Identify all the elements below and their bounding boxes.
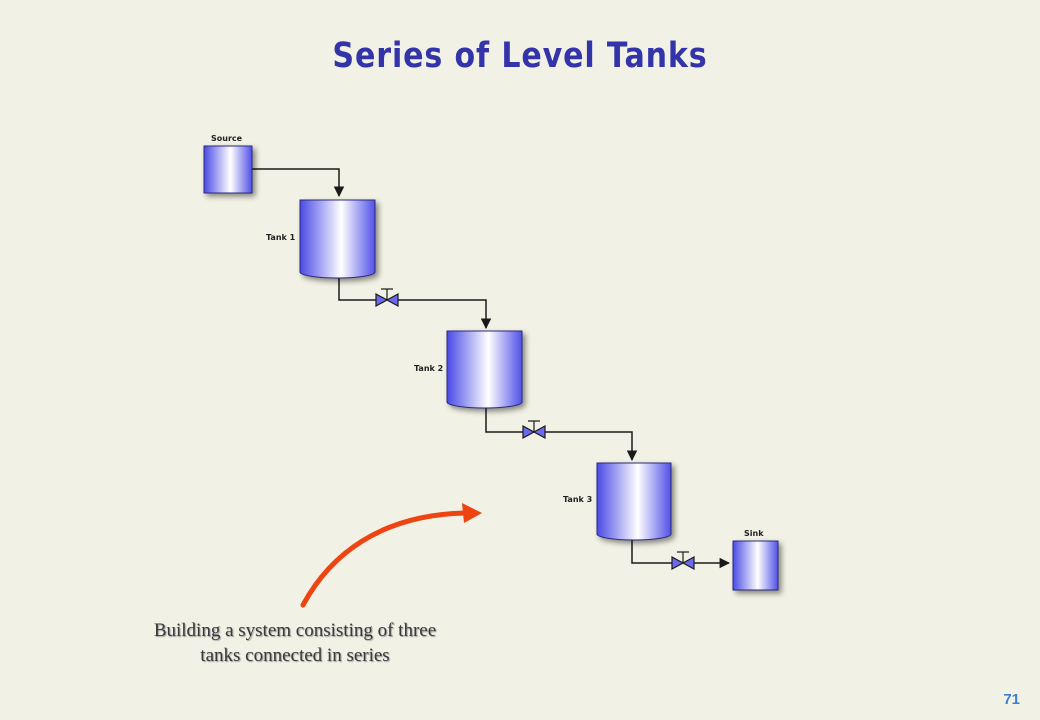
sink-vessel: Sink — [732, 529, 779, 591]
pipe-tank2-tank3 — [485, 408, 638, 462]
tank-2-label: Tank 2 — [414, 364, 443, 373]
source-label: Source — [211, 134, 243, 143]
valve-2-icon — [522, 420, 546, 440]
tank-1-vessel: Tank 1 — [266, 199, 376, 279]
tank-1-label: Tank 1 — [266, 233, 296, 242]
caption: Building a system consisting of three ta… — [95, 618, 495, 668]
slide-title: Series of Level Tanks — [332, 36, 708, 76]
pipe-tank1-tank2 — [338, 278, 492, 330]
source-vessel: Source — [203, 134, 253, 194]
tank-3-label: Tank 3 — [563, 495, 592, 504]
tank-3-vessel: Tank 3 — [563, 462, 672, 541]
tank-2-vessel: Tank 2 — [414, 330, 523, 409]
valve-1-icon — [375, 288, 399, 308]
pipe-source-tank1 — [252, 168, 345, 198]
caption-line-1: Building a system consisting of three — [153, 620, 437, 641]
pipe-tank3-sink — [631, 540, 731, 569]
page-number: 71 — [1003, 691, 1020, 708]
caption-line-2: tanks connected in series — [200, 645, 390, 666]
annotation-arrow — [300, 503, 482, 608]
valve-3-icon — [671, 551, 695, 571]
sink-label: Sink — [744, 529, 764, 538]
